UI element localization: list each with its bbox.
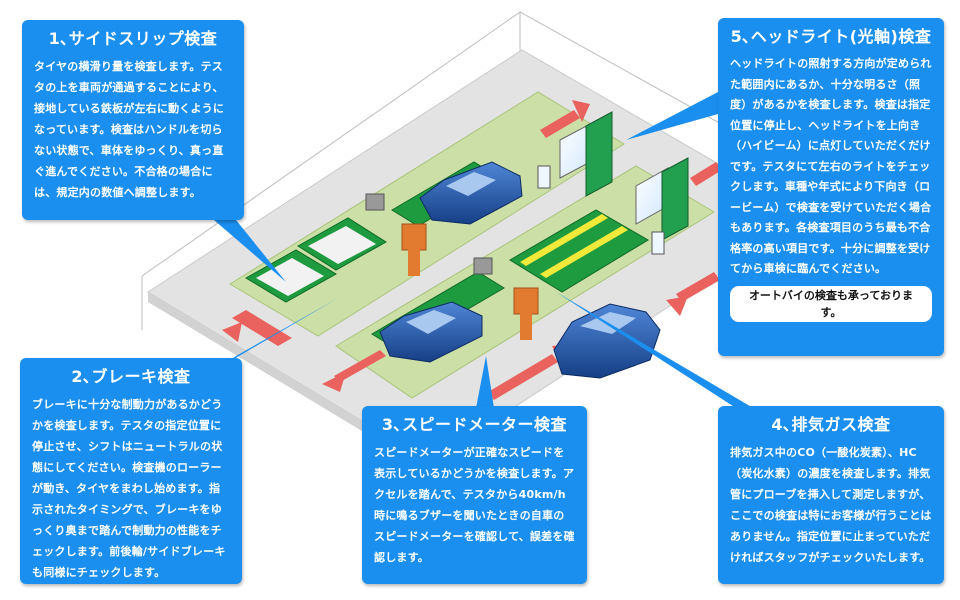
callout-text: ブレーキに十分な制動力があるかどうかを検査します。テスタの指定位置に停止させ、シ… bbox=[32, 398, 226, 579]
callout-title: 5､ヘッドライト(光軸)検査 bbox=[730, 27, 932, 46]
car-bottom-lane bbox=[379, 301, 483, 363]
callout-pointers bbox=[214, 92, 760, 412]
callout-speedometer: 3､スピードメーター検査 スピードメーターが正確なスピードを表示しているかどうか… bbox=[362, 406, 587, 584]
callout-side-slip: 1､サイドスリップ検査 タイヤの横滑り量を検査します。テスタの上を車両が通過する… bbox=[22, 20, 244, 220]
callout-text: スピードメーターが正確なスピードを表示しているかどうかを検査します。アクセルを踏… bbox=[374, 446, 575, 564]
speed-display-stands bbox=[365, 193, 539, 340]
callout-brake: 2､ブレーキ検査 ブレーキに十分な制動力があるかどうかを検査します。テスタの指定… bbox=[20, 358, 242, 584]
side-slip-tester bbox=[245, 217, 387, 303]
callout-title: 4､排気ガス検査 bbox=[771, 415, 891, 434]
headlight-tester bbox=[537, 111, 689, 255]
callout-exhaust: 4､排気ガス検査 排気ガス中のCO（一酸化炭素）、HC（炭化水素）の濃度を検査し… bbox=[718, 406, 944, 584]
callout-title: 3､スピードメーター検査 bbox=[381, 415, 568, 434]
callout-text: ヘッドライトの照射する方向が定められた範囲内にあるか、十分な明るさ（照度）がある… bbox=[730, 57, 932, 275]
car-top-lane bbox=[419, 161, 523, 225]
callout-title: 2､ブレーキ検査 bbox=[71, 367, 191, 386]
callout-headlight: 5､ヘッドライト(光軸)検査 ヘッドライトの照射する方向が定められた範囲内にある… bbox=[718, 18, 944, 356]
speedometer-tester bbox=[509, 209, 649, 293]
callout-text: タイヤの横滑り量を検査します。テスタの上を車両が通過することにより、接地している… bbox=[34, 60, 225, 199]
floor-side bbox=[148, 292, 430, 472]
callout-text: 排気ガス中のCO（一酸化炭素）、HC（炭化水素）の濃度を検査します。排気管にプロ… bbox=[730, 446, 932, 564]
motorcycle-note: オートバイの検査も承っております。 bbox=[730, 285, 932, 322]
callout-title: 1､サイドスリップ検査 bbox=[48, 29, 218, 48]
